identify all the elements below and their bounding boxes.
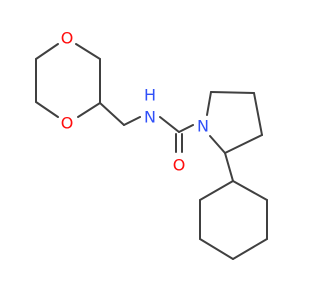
- molecule-canvas: O O O N H N: [35, 29, 268, 260]
- bond-o2-c3: [35, 101, 59, 118]
- carbonyl-oxygen-label: O: [173, 156, 186, 175]
- pyrrolidine-nitrogen-label: N: [197, 117, 209, 136]
- bond-ch2-nh: [123, 116, 141, 126]
- bond-c2-o2: [77, 102, 101, 118]
- bond-cy3-cy4: [232, 238, 268, 260]
- dioxane-ring: [35, 43, 101, 118]
- bond-cb-cc: [253, 92, 263, 136]
- bond-nh-carbonyl: [159, 116, 180, 133]
- cyclohexyl-ring: [199, 152, 268, 260]
- molecule-structure: O O O N H N: [35, 29, 268, 260]
- linker-and-amide: [99, 102, 194, 153]
- bond-c2-ch2: [99, 102, 125, 126]
- bond-cy4-cy5: [199, 238, 234, 260]
- bond-cd-n2: [209, 135, 226, 154]
- oxygen-atom-label: O: [61, 29, 74, 48]
- bond-cd-cy1: [224, 152, 234, 182]
- bond-cy1-cy2: [232, 180, 268, 201]
- bond-ca-cb: [210, 91, 255, 94]
- amide-nitrogen-label: N: [144, 108, 156, 127]
- bond-carbonyl-n2: [178, 124, 194, 133]
- bond-cc-cd: [224, 134, 263, 154]
- bond-n2-ca: [206, 91, 212, 116]
- bond-c4-o1: [35, 43, 59, 60]
- bond-o1-c1: [75, 43, 101, 60]
- atom-labels: O O O N H N: [61, 29, 209, 175]
- pyrrolidine-ring: [206, 91, 263, 154]
- oxygen-atom-label: O: [61, 114, 74, 133]
- bond-cy6-cy1: [199, 180, 234, 201]
- amide-hydrogen-label: H: [144, 86, 156, 105]
